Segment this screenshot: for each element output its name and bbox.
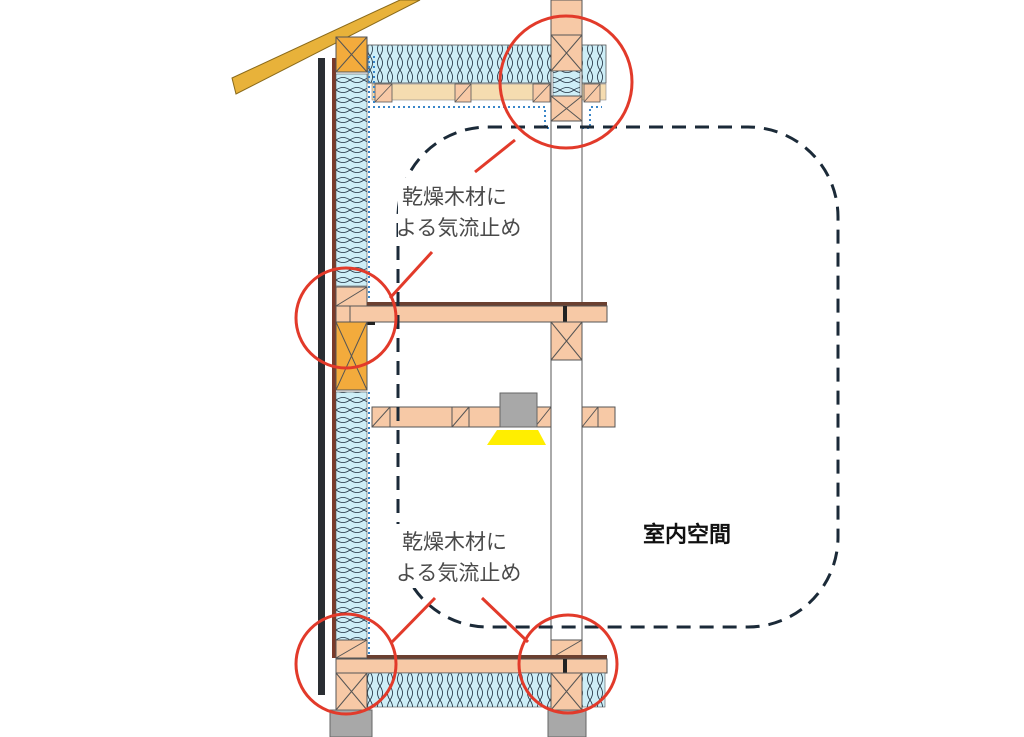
top-plate bbox=[335, 36, 368, 73]
ground-floor bbox=[329, 639, 608, 737]
interior-space-boundary bbox=[396, 125, 840, 629]
lower-note-line2: よる気流止め bbox=[396, 561, 521, 585]
lower-wall-insulation bbox=[335, 391, 368, 641]
light-fixture-box bbox=[499, 392, 538, 428]
upper-note-line1: 乾燥木材に bbox=[402, 185, 507, 209]
air-barrier bbox=[332, 58, 336, 658]
vapor-barrier-ceiling bbox=[373, 56, 602, 129]
column-beam-top bbox=[550, 34, 583, 122]
interior-column-lower bbox=[550, 359, 583, 641]
airflow-stop-highlights bbox=[294, 14, 634, 716]
upper-wall-insulation bbox=[335, 73, 368, 287]
exterior-siding bbox=[318, 58, 325, 695]
lower-note-line1: 乾燥木材に bbox=[402, 530, 507, 554]
roof-rafter bbox=[231, 0, 421, 95]
room-label: 室内空間 bbox=[643, 522, 731, 548]
light-beam bbox=[487, 430, 546, 445]
upper-note-line2: よる気流止め bbox=[396, 216, 521, 240]
ceiling-joists bbox=[374, 83, 601, 103]
mid-floor bbox=[335, 286, 608, 391]
